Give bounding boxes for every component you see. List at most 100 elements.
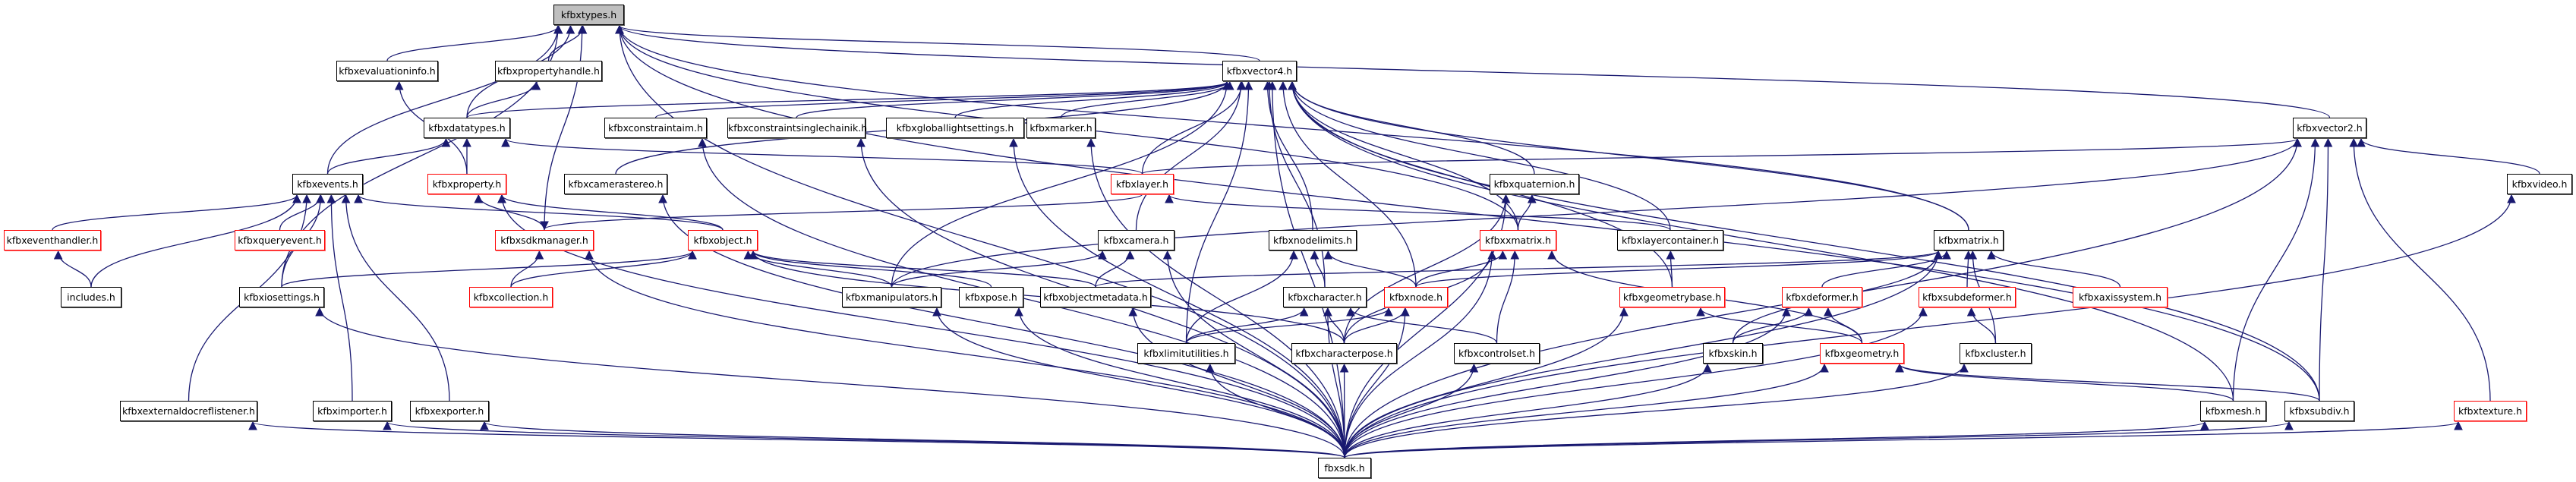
edge-kfbxobjectmetadata-to-kfbxcamera: [1095, 250, 1135, 288]
edge-kfbxlimitutilities-to-kfbxnode: [1185, 307, 1393, 344]
edge-kfbxpose-to-kfbxobject: [749, 250, 992, 288]
edge-includes-to-kfbxeventhandler: [53, 250, 92, 288]
edge-kfbxobject-to-kfbxproperty: [497, 194, 724, 231]
edge-fbxsdk-to-kfbxvideo: [1344, 194, 2516, 458]
edge-kfbxmesh-to-kfbxgeometry: [1895, 363, 2234, 402]
node-kfbxvector4[interactable]: kfbxvector4.h: [1222, 61, 1297, 81]
node-kfbxcamera[interactable]: kfbxcamera.h: [1098, 230, 1174, 250]
node-kfbxevaluationinfo[interactable]: kfbxevaluationinfo.h: [336, 61, 438, 81]
node-kfbxproperty[interactable]: kfbxproperty.h: [427, 174, 506, 194]
edge-fbxsdk-to-kfbxcharacter: [1323, 307, 1345, 458]
edge-kfbxxmatrix-to-kfbxvector4: [1288, 80, 1519, 231]
node-kfbxevents[interactable]: kfbxevents.h: [292, 174, 363, 194]
edge-fbxsdk-to-kfbxvector4: [1267, 80, 1345, 458]
edge-kfbxlayer-to-kfbxsdkmanager: [540, 194, 1143, 231]
node-kfbxcluster[interactable]: kfbxcluster.h: [1960, 343, 2032, 364]
edge-kfbxcontrolset-to-kfbxcharacter: [1346, 307, 1498, 344]
edge-kfbxcollection-to-kfbxsdkmanager: [510, 250, 544, 288]
edge-kfbxcluster-to-kfbxsubdeformer: [1966, 307, 1997, 344]
node-kfbxgeometrybase[interactable]: kfbxgeometrybase.h: [1619, 287, 1725, 307]
node-fbxsdk[interactable]: fbxsdk.h: [1318, 458, 1371, 478]
edge-kfbxmesh-to-kfbxvector2: [2232, 137, 2320, 402]
node-kfbxpropertyhandle[interactable]: kfbxpropertyhandle.h: [495, 61, 602, 81]
edge-kfbxcharacter-to-kfbxnodelimits: [1310, 250, 1326, 288]
edge-kfbxlayercontainer-to-kfbxlayer: [1165, 194, 1671, 231]
edge-kfbxmatrix-to-kfbxvector4: [1288, 80, 1969, 231]
edge-fbxsdk-to-kfbxdeformer: [1344, 307, 1791, 458]
edge-fbxsdk-to-kfbxcluster: [1344, 363, 1969, 458]
node-kfbxpose[interactable]: kfbxpose.h: [959, 287, 1023, 307]
edge-fbxsdk-to-kfbxsubdiv: [1344, 421, 2294, 458]
node-kfbxgloballightsettings[interactable]: kfbxgloballightsettings.h: [886, 118, 1024, 138]
node-kfbxcharacter[interactable]: kfbxcharacter.h: [1283, 287, 1367, 307]
node-kfbxobjectmetadata[interactable]: kfbxobjectmetadata.h: [1040, 287, 1151, 307]
node-kfbxqueryevent[interactable]: kfbxqueryevent.h: [235, 230, 325, 250]
node-kfbxexporter[interactable]: kfbxexporter.h: [410, 401, 489, 421]
node-kfbxsubdiv[interactable]: kfbxsubdiv.h: [2284, 401, 2354, 421]
edge-kfbxqueryevent-to-kfbxevents: [279, 194, 325, 231]
edge-kfbxsubdiv-to-kfbxvector4: [1288, 80, 2320, 402]
node-kfbxmesh[interactable]: kfbxmesh.h: [2200, 401, 2266, 421]
node-kfbxxmatrix[interactable]: kfbxxmatrix.h: [1480, 230, 1556, 250]
node-kfbxmatrix[interactable]: kfbxmatrix.h: [1934, 230, 2004, 250]
edge-kfbxvector4-to-kfbxtypes: [615, 24, 1260, 61]
node-kfbxsubdeformer[interactable]: kfbxsubdeformer.h: [1919, 287, 2016, 307]
edge-fbxsdk-to-kfbxsdkmanager: [585, 250, 1345, 458]
node-kfbxnode[interactable]: kfbxnode.h: [1384, 287, 1448, 307]
node-kfbxmanipulators[interactable]: kfbxmanipulators.h: [842, 287, 941, 307]
node-kfbxdatatypes[interactable]: kfbxdatatypes.h: [424, 118, 510, 138]
edge-kfbxskin-to-kfbxdeformer: [1732, 307, 1814, 344]
node-kfbxdeformer[interactable]: kfbxdeformer.h: [1782, 287, 1862, 307]
node-kfbxgeometry[interactable]: kfbxgeometry.h: [1820, 343, 1904, 364]
node-kfbxtexture[interactable]: kfbxtexture.h: [2454, 401, 2527, 421]
edge-kfbxevents-to-kfbxdatatypes: [326, 137, 451, 175]
node-kfbxlimitutilities[interactable]: kfbxlimitutilities.h: [1137, 343, 1235, 364]
node-kfbxquaternion[interactable]: kfbxquaternion.h: [1490, 174, 1579, 194]
edge-kfbxiosettings-to-kfbxobject: [281, 250, 697, 288]
node-kfbxnodelimits[interactable]: kfbxnodelimits.h: [1269, 230, 1357, 250]
node-kfbxskin[interactable]: kfbxskin.h: [1703, 343, 1763, 364]
node-kfbxlayer[interactable]: kfbxlayer.h: [1111, 174, 1174, 194]
edge-kfbxvideo-to-kfbxvector2: [2357, 137, 2540, 175]
edge-kfbxsubdiv-to-kfbxgeometry: [1895, 363, 2320, 402]
edge-fbxsdk-to-kfbxmarker: [1086, 137, 1345, 458]
node-kfbxcamerastereo[interactable]: kfbxcamerastereo.h: [564, 174, 667, 194]
edge-kfbxsubdiv-to-kfbxtypes: [615, 24, 2320, 402]
node-includes[interactable]: includes.h: [61, 287, 121, 307]
edge-fbxsdk-to-kfbxgloballightsettings: [1009, 137, 1345, 458]
node-kfbxcollection[interactable]: kfbxcollection.h: [469, 287, 553, 307]
edge-kfbxevents-to-kfbxtypes: [326, 24, 563, 175]
edge-fbxsdk-to-kfbxskin: [1344, 363, 1712, 458]
node-kfbxconstraintsinglechainik[interactable]: kfbxconstraintsinglechainik.h: [727, 118, 867, 138]
edge-kfbxlimitutilities-to-kfbxvector4: [1185, 80, 1253, 344]
edge-fbxsdk-to-kfbxgeometrybase: [1344, 307, 1629, 458]
edge-kfbxmarker-to-kfbxvector4: [1060, 80, 1234, 118]
node-kfbxconstraintaim[interactable]: kfbxconstraintaim.h: [604, 118, 707, 138]
edge-kfbxnode-to-kfbxmatrix: [1415, 250, 1943, 288]
edge-kfbxobject-to-kfbxevents: [354, 194, 724, 231]
edge-kfbxmanipulators-to-kfbxvector4: [891, 80, 1231, 288]
node-kfbxmarker[interactable]: kfbxmarker.h: [1026, 118, 1096, 138]
node-kfbxeventhandler[interactable]: kfbxeventhandler.h: [4, 230, 101, 250]
node-kfbxsdkmanager[interactable]: kfbxsdkmanager.h: [495, 230, 594, 250]
node-kfbxlayercontainer[interactable]: kfbxlayercontainer.h: [1617, 230, 1723, 250]
edge-kfbxnode-to-kfbxxmatrix: [1415, 250, 1508, 288]
node-kfbxvector2[interactable]: kfbxvector2.h: [2293, 118, 2366, 138]
edge-fbxsdk-to-kfbxcamera: [1162, 250, 1345, 458]
node-kfbxcontrolset[interactable]: kfbxcontrolset.h: [1454, 343, 1540, 364]
node-kfbxobject[interactable]: kfbxobject.h: [688, 230, 758, 250]
node-kfbxiosettings[interactable]: kfbxiosettings.h: [239, 287, 324, 307]
node-kfbxexternaldocreflistener[interactable]: kfbxexternaldocreflistener.h: [120, 401, 257, 421]
edge-kfbxconstraintaim-to-kfbxvector4: [654, 80, 1231, 118]
edge-kfbxsdkmanager-to-kfbxtypes: [544, 24, 587, 231]
edge-kfbxlayer-to-kfbxvector4: [1141, 80, 1247, 175]
node-kfbximporter[interactable]: kfbximporter.h: [313, 401, 392, 421]
node-kfbxcharacterpose[interactable]: kfbxcharacterpose.h: [1291, 343, 1397, 364]
edge-kfbxsubdeformer-to-kfbxmatrix: [1963, 250, 1973, 288]
edge-fbxsdk-to-kfbxmesh: [1344, 421, 2209, 458]
edge-includes-to-kfbxevents: [90, 194, 301, 288]
node-kfbxvideo[interactable]: kfbxvideo.h: [2507, 174, 2572, 194]
edge-kfbxcollection-to-kfbxobject: [510, 250, 697, 288]
node-kfbxaxissystem[interactable]: kfbxaxissystem.h: [2073, 287, 2168, 307]
edge-kfbxexporter-to-kfbxevents: [341, 194, 450, 402]
